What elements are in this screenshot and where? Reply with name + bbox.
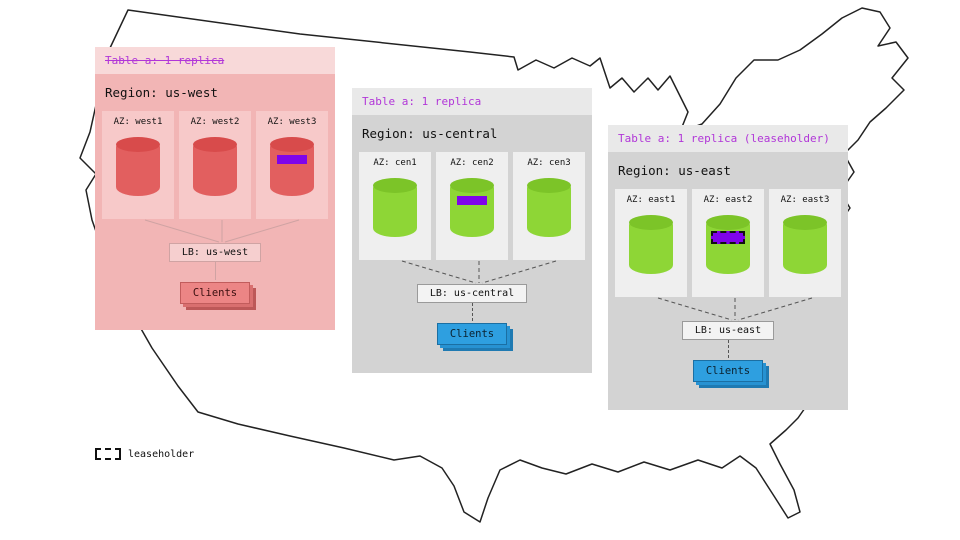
load-balancer-box: LB: us-west (168, 243, 262, 262)
replica-band (277, 155, 307, 164)
az-box-west2: AZ: west2 (179, 111, 251, 219)
az-box-west3: AZ: west3 (256, 111, 328, 219)
region-panel-us-central: Table a: 1 replica Region: us-central AZ… (352, 88, 592, 373)
clients-label: Clients (192, 287, 238, 299)
az-label: AZ: west3 (267, 117, 317, 127)
database-cylinder-icon (450, 178, 494, 237)
database-cylinder-icon (783, 215, 827, 274)
az-label: AZ: cen2 (450, 158, 494, 168)
table-label: Table a: 1 replica (105, 54, 225, 67)
clients-box: Clients (692, 360, 764, 382)
leaseholder-swatch-icon (95, 448, 121, 460)
az-label: AZ: east1 (626, 195, 676, 205)
az-label: AZ: west1 (113, 117, 163, 127)
az-label: AZ: cen3 (527, 158, 571, 168)
region-label: Region: us-west (105, 85, 218, 100)
clients-box: Clients (179, 282, 251, 304)
legend-label: leaseholder (128, 448, 195, 460)
region-panel-us-east: Table a: 1 replica (leaseholder) Region:… (608, 125, 848, 410)
az-to-lb-connector-lines (144, 219, 300, 243)
az-label: AZ: cen1 (373, 158, 417, 168)
az-box-cen3: AZ: cen3 (513, 152, 585, 260)
lb-to-clients-line (214, 262, 216, 280)
table-status-bar: Table a: 1 replica (352, 88, 592, 115)
az-to-lb-connector-lines (401, 260, 557, 284)
database-cylinder-icon (527, 178, 571, 237)
az-box-west1: AZ: west1 (102, 111, 174, 219)
lb-to-clients-line (727, 340, 729, 358)
az-box-east2: AZ: east2 (692, 189, 764, 297)
clients-label: Clients (449, 328, 495, 340)
table-status-bar: Table a: 1 replica (95, 47, 335, 74)
az-box-east3: AZ: east3 (769, 189, 841, 297)
replica-band (457, 196, 487, 205)
table-label: Table a: 1 replica (leaseholder) (618, 132, 830, 145)
clients-label: Clients (705, 365, 751, 377)
database-cylinder-icon (270, 137, 314, 196)
clients-box: Clients (436, 323, 508, 345)
database-cylinder-icon (706, 215, 750, 274)
database-cylinder-icon (629, 215, 673, 274)
az-box-cen1: AZ: cen1 (359, 152, 431, 260)
region-label: Region: us-central (362, 126, 498, 141)
database-cylinder-icon (193, 137, 237, 196)
az-box-east1: AZ: east1 (615, 189, 687, 297)
leaseholder-replica-band (711, 231, 745, 244)
region-label: Region: us-east (618, 163, 731, 178)
az-to-lb-connector-lines (657, 297, 813, 321)
database-cylinder-icon (116, 137, 160, 196)
az-label: AZ: east2 (703, 195, 753, 205)
database-cylinder-icon (373, 178, 417, 237)
lb-to-clients-line (471, 303, 473, 321)
region-panel-us-west: Table a: 1 replica Region: us-west AZ: w… (95, 47, 335, 330)
az-label: AZ: west2 (190, 117, 240, 127)
load-balancer-box: LB: us-central (416, 284, 528, 303)
table-label: Table a: 1 replica (362, 95, 482, 108)
table-status-bar: Table a: 1 replica (leaseholder) (608, 125, 848, 152)
legend: leaseholder (95, 448, 194, 460)
az-label: AZ: east3 (780, 195, 830, 205)
load-balancer-box: LB: us-east (681, 321, 775, 340)
az-box-cen2: AZ: cen2 (436, 152, 508, 260)
